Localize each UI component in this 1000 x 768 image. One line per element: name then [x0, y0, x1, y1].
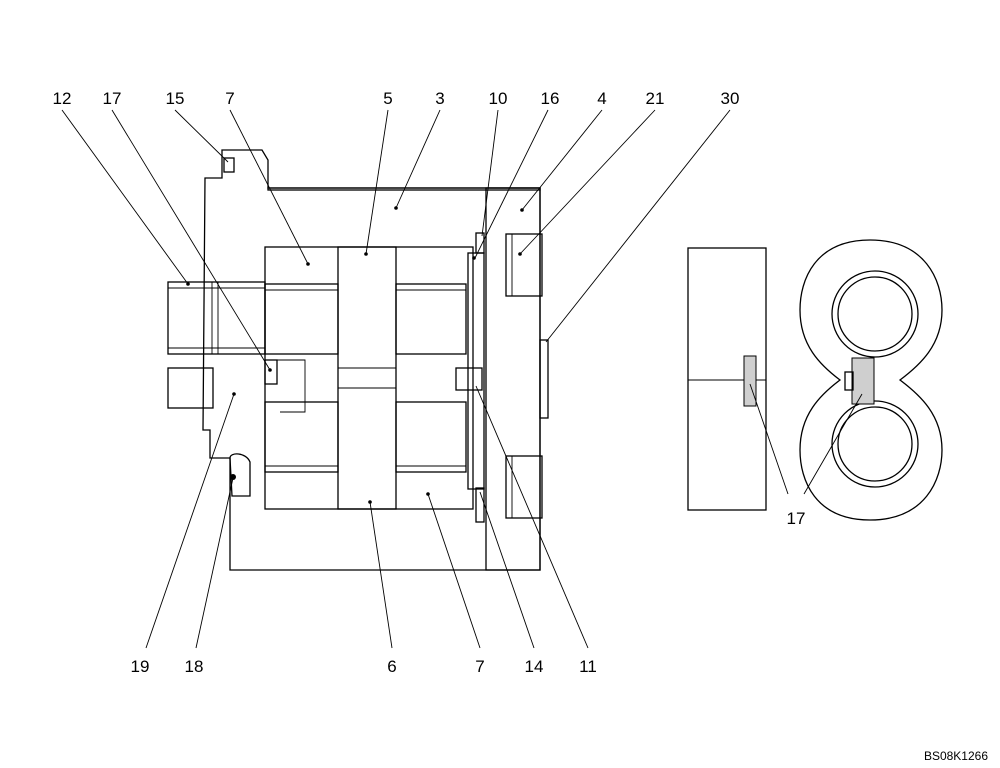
leader-4: [521, 109, 603, 211]
leader-19: [145, 393, 235, 649]
callout-12: 12: [53, 89, 72, 108]
callout-21: 21: [646, 89, 665, 108]
leader-dot: [232, 392, 236, 396]
bolt-head-21-top: [505, 233, 543, 297]
callout-15: 15: [166, 89, 185, 108]
callout-17-detail: 17: [787, 509, 806, 528]
leader-dot: [186, 282, 190, 286]
key-slot: [277, 359, 306, 413]
key-17: [264, 359, 278, 385]
leader-dot: [426, 492, 430, 496]
leader-30: [545, 109, 731, 343]
leader-15: [174, 109, 229, 163]
callout-17: 17: [103, 89, 122, 108]
lower-bore-outer: [831, 400, 919, 488]
callout-19: 19: [131, 657, 150, 676]
pin-14: [475, 487, 485, 523]
flange-bolt-15: [223, 157, 235, 173]
pump-body: [167, 149, 549, 571]
callout-16: 16: [541, 89, 560, 108]
leader-17-side: [749, 383, 789, 495]
plug-11: [455, 367, 483, 391]
front-cover-4: [485, 187, 541, 571]
leader-lines: [61, 109, 863, 649]
leader-10: [481, 109, 499, 237]
leader-dot: [394, 206, 398, 210]
leader-12: [61, 109, 189, 285]
pin-10: [475, 232, 485, 254]
leader-dot: [306, 262, 310, 266]
leader-16: [474, 109, 549, 259]
leader-7-bottom: [427, 493, 481, 649]
lower-bearing-right: [395, 401, 467, 473]
callout-5: 5: [383, 89, 392, 108]
leader-dot: [520, 208, 524, 212]
callout-7-bottom: 7: [475, 657, 484, 676]
callouts-bottom: 19 18 6 7 14 11: [131, 657, 597, 676]
lower-shaft-19: [167, 367, 214, 409]
end-view: [799, 239, 943, 521]
side-view-block: [687, 247, 767, 511]
leader-dot: [364, 252, 368, 256]
seal-18: [229, 453, 251, 497]
leader-6: [369, 501, 393, 649]
callout-11: 11: [579, 657, 597, 676]
leader-7-top: [229, 109, 309, 265]
leader-21: [519, 109, 656, 255]
side-view: [687, 247, 767, 511]
callout-4: 4: [597, 89, 606, 108]
key-17-end: [851, 357, 875, 405]
leader-dot: [268, 368, 272, 372]
upper-bore-inner: [837, 276, 913, 352]
leader-5: [365, 109, 389, 255]
upper-bore-outer: [831, 270, 919, 358]
drawing-reference-code: BS08K1266: [924, 749, 988, 763]
leader-17: [111, 109, 271, 371]
callout-14: 14: [525, 657, 544, 676]
leader-dots: [186, 206, 524, 504]
leader-17-end: [803, 393, 863, 495]
upper-bearing-left: [264, 283, 339, 355]
bolt-head-21-bottom: [505, 455, 543, 519]
center-plate: [337, 246, 397, 510]
leader-18: [195, 477, 234, 649]
callout-7-top: 7: [225, 89, 234, 108]
leader-dot: [518, 252, 522, 256]
leader-3: [395, 109, 441, 209]
leader-11: [475, 385, 589, 649]
callout-10: 10: [489, 89, 508, 108]
callout-18: 18: [185, 657, 204, 676]
callout-3: 3: [435, 89, 444, 108]
callouts-detail: 17: [787, 509, 806, 528]
key-17-side: [743, 355, 757, 407]
leader-dot: [472, 256, 476, 260]
leader-dot: [368, 500, 372, 504]
rear-housing-outline: [202, 149, 541, 571]
callout-30: 30: [721, 89, 740, 108]
end-view-outline: [799, 239, 943, 521]
seal-18-pin: [230, 474, 236, 480]
callouts-top: 12 17 15 7 5 3 10 16 4 21 30: [53, 89, 740, 108]
leader-14: [479, 491, 535, 649]
gear-block: [264, 246, 474, 510]
key-17-end-tab: [844, 371, 854, 391]
plate-30: [539, 339, 549, 419]
upper-bearing-right: [395, 283, 467, 355]
lower-bearing-left: [264, 401, 339, 473]
callout-6: 6: [387, 657, 396, 676]
lower-bore-inner: [837, 406, 913, 482]
input-shaft-12: [167, 281, 266, 355]
